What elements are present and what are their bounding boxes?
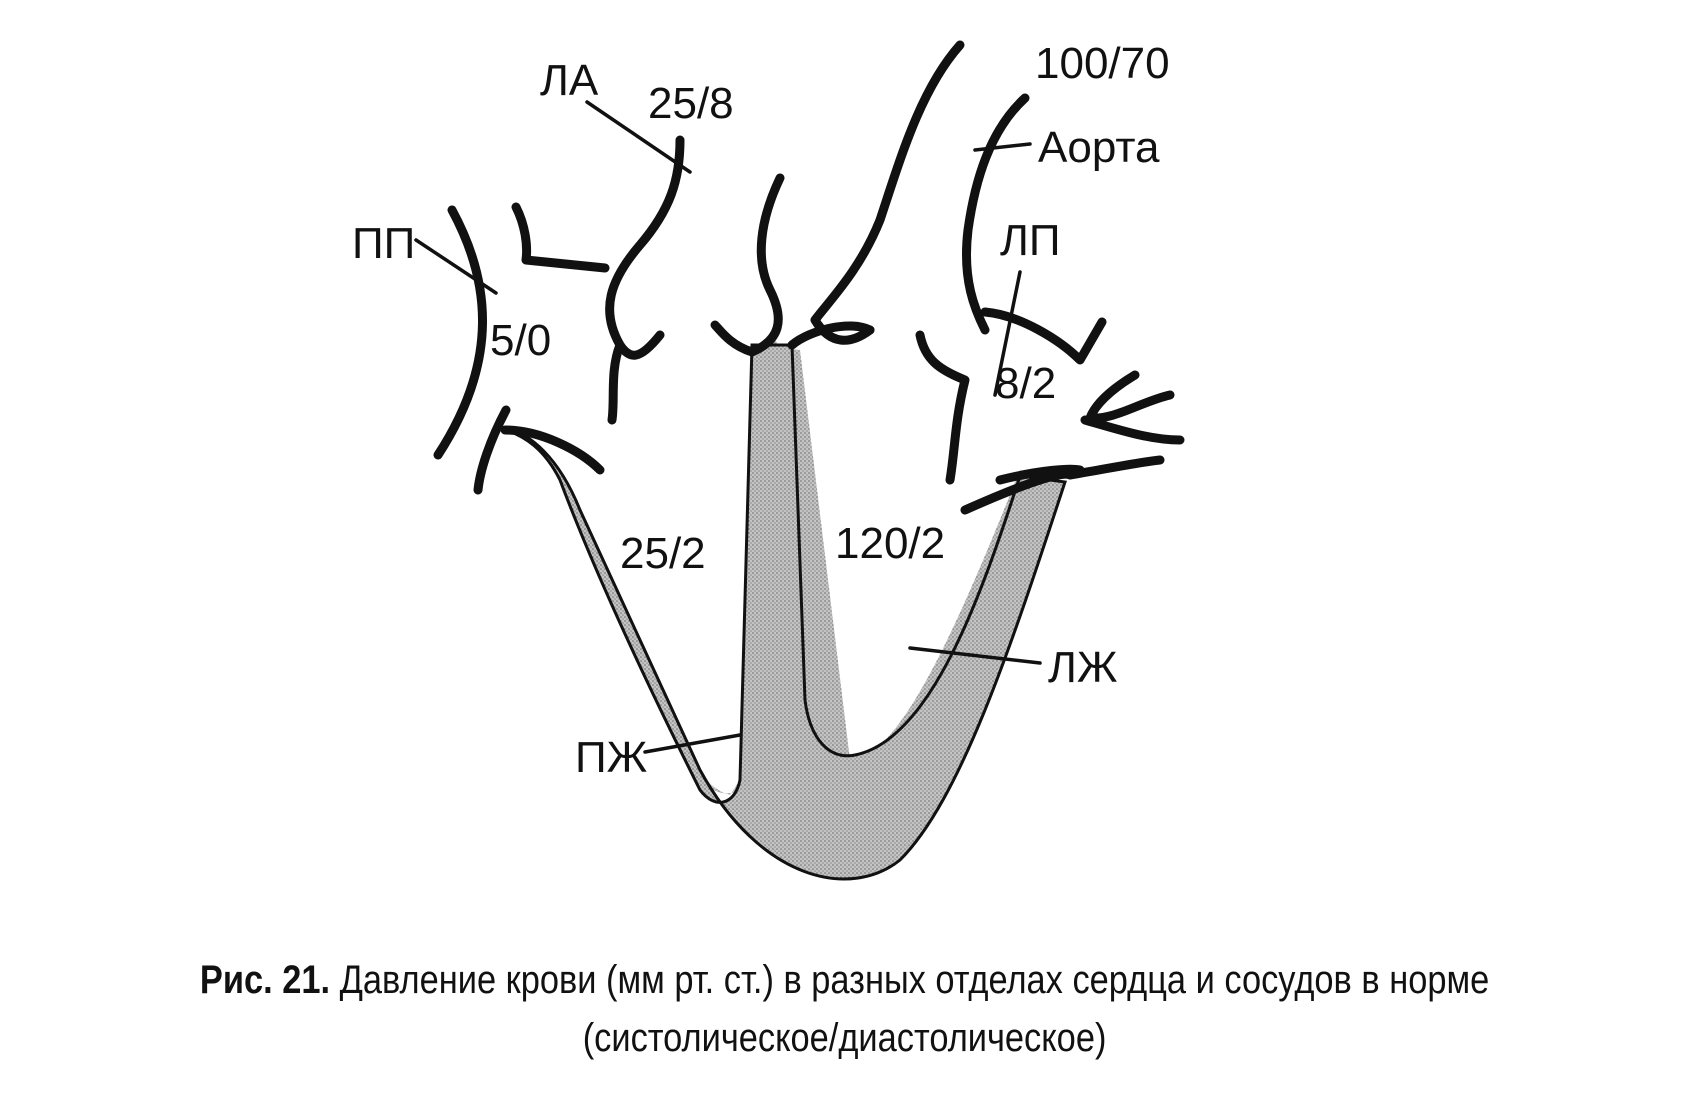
right-atrium-top-wall [511,202,610,273]
right-atrium-outer-wall [433,205,487,460]
pulmonary-artery-wall-left [605,135,685,360]
right-atrium-leader [414,238,498,295]
pulmonary-vein-lower [1080,415,1185,445]
left-atrium-leader [993,270,1022,397]
left-atrium-label: ЛП [1000,216,1061,265]
figure-number: Рис. 21. [199,958,331,1002]
tricuspid-valve [500,425,605,475]
right-atrium-pressure: 5/0 [490,316,551,365]
aortic-valve-mid [787,321,875,350]
aorta-label: Аорта [1038,123,1160,172]
left-ventricle-leader [908,646,1042,665]
right-atrium-label: ПП [352,219,415,268]
figure-caption-line1: Рис. 21. Давление крови (мм рт. ст.) в р… [118,958,1571,1003]
pulmonary-valve-left [607,340,625,425]
pulmonary-artery-label: ЛА [540,56,599,105]
right-ventricle-leader [643,733,742,754]
mitral-valve-right [995,464,1085,485]
mitral-valve-left [915,330,970,485]
right-ventricle-pressure: 25/2 [620,529,706,578]
pulmonary-artery-pressure: 25/8 [648,79,734,128]
pulmonary-vein-upper [1085,370,1175,423]
aorta-wall-right [961,93,1030,335]
figure-caption-text: Давление крови (мм рт. ст.) в разных отд… [339,958,1490,1002]
pulmonary-artery-wall-mid [710,173,785,357]
left-ventricle-label: ЛЖ [1048,643,1118,692]
right-atrium-lower-wall [473,405,511,495]
left-atrium-top-wall [980,307,1107,365]
aorta-wall-left [810,40,965,345]
left-ventricle-pressure: 120/2 [835,519,945,568]
left-atrium-pressure: 8/2 [995,359,1056,408]
aorta-pressure: 100/70 [1035,39,1170,88]
aorta-leader [973,142,1032,152]
pulmonary-artery-leader [585,100,692,174]
figure-caption-line2: (систолическое/диастолическое) [582,1016,1107,1060]
left-atrium-lower-wall [960,455,1165,515]
right-ventricle-label: ПЖ [575,733,648,782]
heart-outer-wall [499,343,1067,881]
